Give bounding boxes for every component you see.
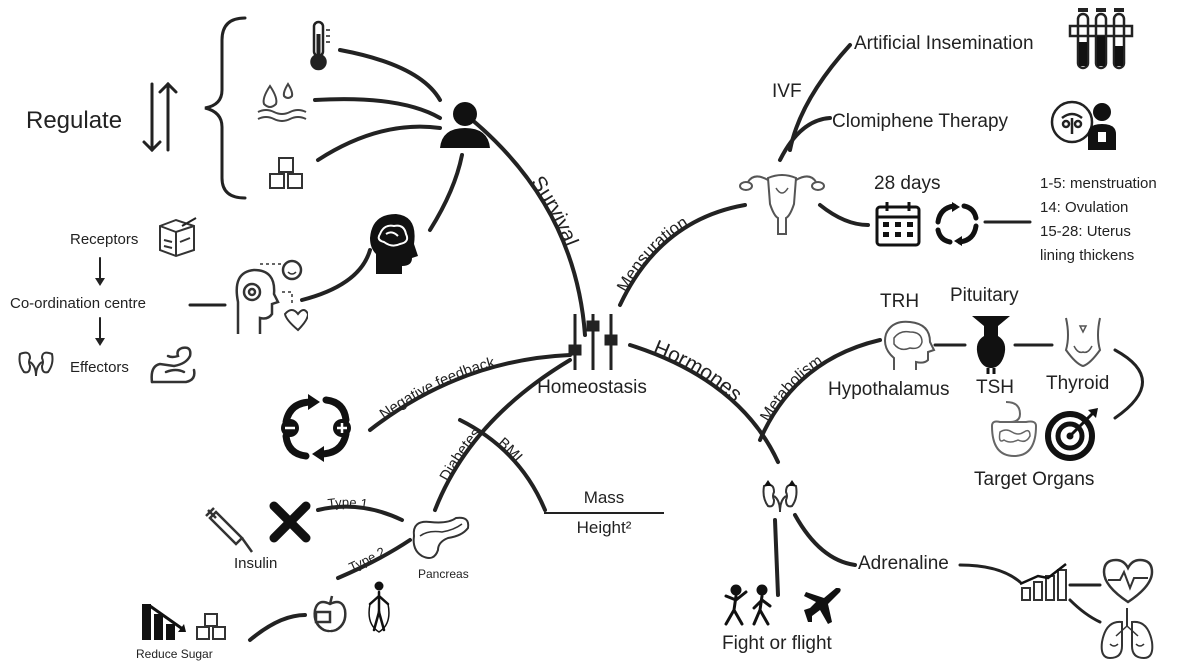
branch-label-mensuration: Mensuration	[613, 213, 691, 295]
clomiphene-label: Clomiphene Therapy	[832, 111, 1009, 132]
running-people-icon	[724, 584, 772, 626]
pituitary-icon	[972, 316, 1010, 374]
thyroid-neck-icon	[1064, 317, 1102, 368]
target-icon	[1045, 408, 1098, 461]
branch-label-negative-feedback: Negative feedback	[377, 354, 498, 423]
branch-label-type2: Type 2	[346, 544, 387, 575]
skin-receptor-icon	[159, 217, 197, 258]
reduce-sugar-label: Reduce Sugar	[136, 647, 213, 661]
ivf-label: IVF	[772, 81, 802, 102]
regulate-label: Regulate	[26, 107, 123, 134]
center-label: Homeostasis	[537, 377, 647, 398]
brain-outline-icon	[884, 320, 936, 370]
pituitary-label: Pituitary	[950, 285, 1019, 306]
kidneys-icon	[18, 351, 54, 377]
coordination-label: Co-ordination centre	[10, 295, 146, 312]
sugar-cubes-small-icon	[196, 613, 226, 640]
test-tubes-icon	[1068, 8, 1134, 70]
cross-icon	[269, 501, 311, 543]
insulin-label: Insulin	[234, 555, 278, 572]
uterus-icon	[739, 174, 825, 235]
cycle-days-label: 28 days	[874, 173, 941, 194]
brain-head-icon	[370, 214, 418, 274]
bmi-denominator: Height²	[576, 518, 632, 537]
feedback-cycle-icon	[281, 394, 351, 462]
fight-or-flight-label: Fight or flight	[722, 633, 832, 654]
rising-chart-icon	[1019, 563, 1067, 601]
branch-label-diabetes: Diabetes	[436, 425, 484, 484]
effectors-label: Effectors	[70, 359, 129, 376]
hypothalamus-label: Hypothalamus	[828, 379, 950, 400]
bmi-numerator: Mass	[583, 488, 625, 507]
decreasing-chart-icon	[142, 604, 186, 640]
cycle-note: lining thickens	[1040, 247, 1135, 264]
syringe-icon	[205, 507, 254, 553]
person-icon	[440, 102, 490, 148]
bmi-formula: Mass Height²	[544, 488, 664, 538]
pancreas-label: Pancreas	[418, 567, 469, 581]
heart-pulse-icon	[1102, 558, 1154, 604]
branch-label-bmi: BMI	[494, 434, 525, 465]
thinking-head-icon	[235, 259, 308, 334]
lungs-icon	[1100, 608, 1154, 660]
flexed-arm-icon	[150, 346, 196, 384]
branch-label-hormones: Hormones	[650, 336, 746, 406]
sliders-icon	[568, 314, 618, 370]
artificial-insemination-label: Artificial Insemination	[854, 33, 1034, 54]
tsh-label: TSH	[976, 377, 1014, 398]
up-down-arrows-icon	[142, 81, 178, 153]
thermometer-icon	[310, 20, 330, 71]
receptors-label: Receptors	[70, 231, 139, 248]
water-drops-icon	[257, 82, 307, 122]
calendar-icon	[875, 202, 921, 247]
sugar-cubes-icon	[269, 157, 303, 189]
intestines-icon	[990, 401, 1038, 458]
branch-label-type1: Type 1	[327, 495, 369, 512]
apple-icon	[313, 595, 347, 633]
branch-label-survival: Survival	[526, 172, 582, 250]
pancreas-icon	[412, 516, 470, 559]
fraction-bar	[544, 512, 664, 514]
thyroid-label: Thyroid	[1046, 373, 1110, 394]
cycle-note: 1-5: menstruation	[1040, 175, 1157, 192]
cycle-arrows-icon	[935, 202, 979, 246]
doctor-uterus-icon	[1050, 100, 1116, 150]
target-organs-label: Target Organs	[974, 469, 1095, 490]
cycle-note: 14: Ovulation	[1040, 199, 1129, 216]
airplane-icon	[804, 588, 841, 624]
adrenal-kidneys-icon	[762, 480, 798, 513]
trh-label: TRH	[880, 291, 920, 312]
branch-label-metabolism: Metabolism	[757, 352, 826, 424]
cycle-note: 15-28: Uterus	[1040, 223, 1131, 240]
jump-rope-icon	[368, 581, 390, 633]
adrenaline-label: Adrenaline	[858, 553, 949, 574]
